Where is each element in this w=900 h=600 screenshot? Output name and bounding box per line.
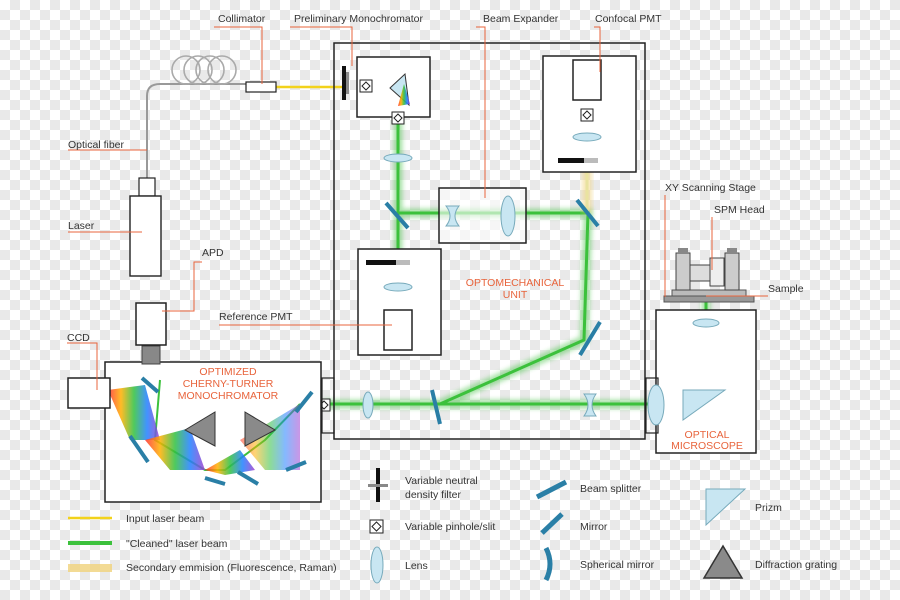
confocal-pmt-label: Confocal PMT [595, 13, 662, 25]
laser-body [129, 195, 162, 277]
legend-beam-splitter-icon [535, 479, 568, 500]
legend-mirror-icon [540, 512, 564, 535]
prism-dispersion [389, 72, 410, 107]
legend-mirror-label: Mirror [580, 521, 608, 533]
lens-icon [583, 393, 597, 417]
reference-pmt-label: Reference PMT [219, 311, 293, 323]
mirror-icon [575, 198, 600, 228]
legend: Input laser beam "Cleaned" laser beam Se… [68, 468, 837, 584]
preliminary-monochromator-label: Preliminary Monochromator [294, 13, 423, 25]
ccd-box [67, 377, 111, 409]
callout-lines [67, 26, 768, 390]
microscope-title-line2: MICROSCOPE [671, 440, 743, 452]
mirror-icon [140, 376, 160, 394]
pinhole-icon [359, 79, 373, 93]
spherical-mirror-icon [128, 434, 150, 464]
legend-nd-filter-label-line2: density filter [405, 489, 462, 501]
legend-beam-splitter-label: Beam splitter [580, 483, 642, 495]
beam-paths [276, 84, 711, 409]
legend-secondary-emission-swatch [68, 564, 112, 572]
nd-filter-icon [366, 260, 396, 265]
sample-label: Sample [768, 283, 804, 295]
microscope-title-line1: OPTICAL [685, 429, 730, 441]
spherical-mirror-icon [236, 470, 260, 486]
lens-icon [362, 391, 374, 419]
prizm-icon [682, 389, 727, 421]
optomechanical-unit-frame [333, 42, 646, 440]
lens-icon [647, 384, 665, 426]
optical-microscope-box [655, 309, 757, 454]
legend-diffraction-grating-label: Diffraction grating [755, 559, 837, 571]
nd-filter-icon [342, 66, 346, 100]
legend-secondary-emission-label: Secondary emmision (Fluorescence, Raman) [126, 562, 337, 574]
optomechanical-unit-title: OPTOMECHANICAL [466, 277, 565, 289]
pinhole-icon [580, 108, 594, 122]
apd-box [135, 302, 167, 346]
optical-fiber-label: Optical fiber [68, 139, 125, 151]
component-labels: Collimator Preliminary Monochromator Bea… [67, 13, 804, 344]
monochromator-title-line2: CHERNY-TURNER [183, 378, 274, 390]
beam-expander-label: Beam Expander [483, 13, 559, 25]
legend-prizm-label: Prizm [755, 502, 782, 514]
legend-lens-label: Lens [405, 560, 428, 572]
legend-cleaned-beam-label: "Cleaned" laser beam [126, 538, 228, 550]
legend-lens-icon [370, 546, 384, 584]
collimator-label: Collimator [218, 13, 266, 25]
spm-head-label: SPM Head [714, 204, 765, 216]
legend-spherical-mirror-label: Spherical mirror [580, 559, 655, 571]
spherical-mirror-icon [285, 460, 307, 472]
spherical-mirror-icon [204, 476, 226, 486]
legend-prizm-icon [705, 488, 747, 527]
laser-label: Laser [68, 220, 95, 232]
diffraction-grating-icon [244, 411, 277, 447]
legend-input-beam-label: Input laser beam [126, 513, 204, 525]
legend-pinhole-icon [369, 519, 384, 534]
pinhole-icon [391, 111, 405, 125]
spherical-mirror-icon [294, 390, 314, 414]
mirror-icon [578, 320, 602, 357]
nd-filter-icon [558, 158, 584, 163]
spm-head [675, 248, 740, 291]
ccd-label: CCD [67, 332, 90, 344]
lens-icon [444, 205, 461, 227]
lens-icon [572, 132, 602, 142]
xy-scanning-stage-label: XY Scanning Stage [665, 182, 756, 194]
optomechanical-unit-title-line2: UNIT [503, 289, 528, 301]
lens-icon [500, 195, 516, 237]
xy-scanning-stage [663, 295, 755, 303]
apd-label: APD [202, 247, 224, 259]
diffraction-grating-icon [183, 411, 216, 447]
legend-spherical-mirror-icon [543, 546, 553, 582]
legend-pinhole-label: Variable pinhole/slit [405, 521, 495, 533]
legend-nd-filter-label-line1: Variable neutral [405, 475, 478, 487]
unit-titles: OPTOMECHANICAL UNIT OPTIMIZED CHERNY-TUR… [178, 277, 743, 452]
collimator-body [245, 81, 277, 93]
lens-icon [383, 153, 413, 163]
fiber-assembly [129, 55, 277, 277]
lens-icon [692, 318, 720, 328]
beam-splitter-icon [384, 201, 410, 230]
monochromator-title-line1: OPTIMIZED [199, 366, 257, 378]
spectral-rays [108, 379, 301, 475]
legend-diffraction-grating-icon [702, 544, 744, 579]
monochromator-title-line3: MONOCHROMATOR [178, 390, 279, 402]
lens-icon [383, 282, 413, 292]
mirror-icon [430, 389, 442, 425]
